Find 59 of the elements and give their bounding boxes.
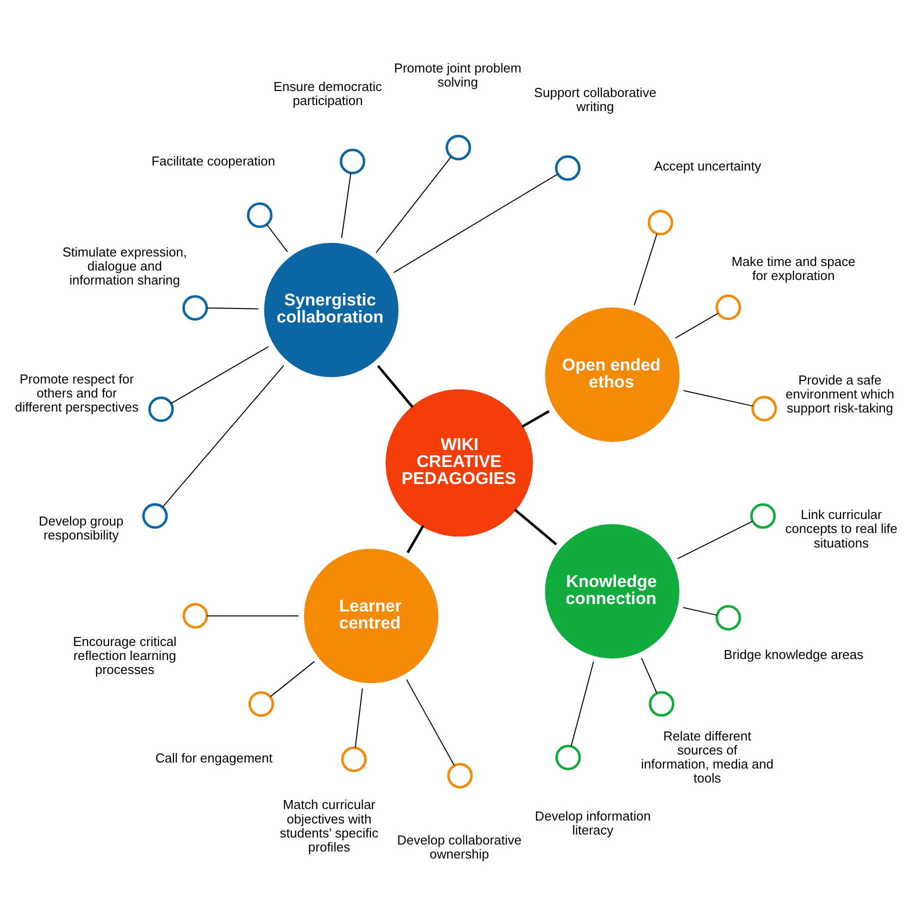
node-circle	[716, 604, 742, 630]
connector	[683, 390, 753, 406]
connector	[171, 346, 269, 404]
node-circle	[446, 134, 472, 160]
node-circle	[750, 502, 776, 528]
node-label: Support collaborative writing	[534, 84, 656, 114]
connector	[162, 364, 284, 507]
connector	[675, 312, 718, 338]
node-circle	[648, 209, 674, 235]
node-label: Bridge knowledge areas	[724, 646, 864, 662]
connector	[266, 224, 288, 252]
connector	[406, 524, 424, 553]
connector	[682, 606, 718, 616]
connector	[207, 307, 258, 309]
node-circle	[751, 395, 777, 421]
node-label: Make time and space for exploration	[732, 254, 856, 283]
node-circle	[248, 690, 274, 716]
connector	[354, 688, 363, 748]
node-circle	[182, 602, 208, 628]
connector	[570, 661, 594, 746]
node-circle	[716, 294, 742, 320]
node-label: Call for engagement	[155, 750, 273, 766]
node-label: Stimulate expression, dialogue and information sharing	[62, 244, 187, 288]
connector	[641, 657, 658, 693]
node-label: Ensure democratic participation	[274, 78, 382, 108]
node-circle	[142, 502, 168, 528]
node-label: Develop collaborative ownership	[397, 832, 522, 861]
node-circle	[554, 154, 581, 180]
connector	[376, 156, 452, 253]
node-circle	[555, 744, 581, 770]
node-label: Accept uncertainty	[654, 158, 762, 173]
node-label: Encourage critical reflection learning processes	[73, 633, 176, 676]
node-circle	[340, 148, 366, 174]
node-label: Develop information literacy	[534, 808, 651, 838]
node-circle	[246, 202, 272, 228]
connector	[521, 410, 550, 428]
node-circle	[182, 294, 208, 320]
node-circle	[648, 690, 674, 716]
connector	[270, 660, 315, 696]
node-circle	[148, 396, 174, 422]
node-label: Provide a safe environment which support risk-taking	[786, 372, 894, 416]
connector	[514, 508, 558, 545]
node-circle	[341, 746, 367, 772]
connector	[206, 614, 298, 616]
node-circle	[447, 762, 473, 788]
node-label: Promote joint problem solving	[394, 60, 522, 89]
connector	[393, 173, 558, 272]
node-circle: WIKI CREATIVE PEDAGOGIES	[386, 388, 533, 536]
node-label: Relate different sources of information, media and tools	[641, 728, 774, 785]
connector	[677, 520, 753, 559]
connector	[341, 172, 352, 238]
node-label: Match curricular objectives with students’ specific profiles	[280, 796, 378, 854]
connector	[377, 364, 414, 408]
node-label: Promote respect for others and for different perspectives	[14, 371, 138, 414]
node-label: Facilitate cooperation	[151, 152, 276, 168]
node-label: Develop group responsibility	[38, 512, 124, 542]
connector	[634, 233, 658, 305]
connector	[406, 678, 455, 766]
node-label: Link curricular concepts to real life situations	[785, 506, 898, 550]
